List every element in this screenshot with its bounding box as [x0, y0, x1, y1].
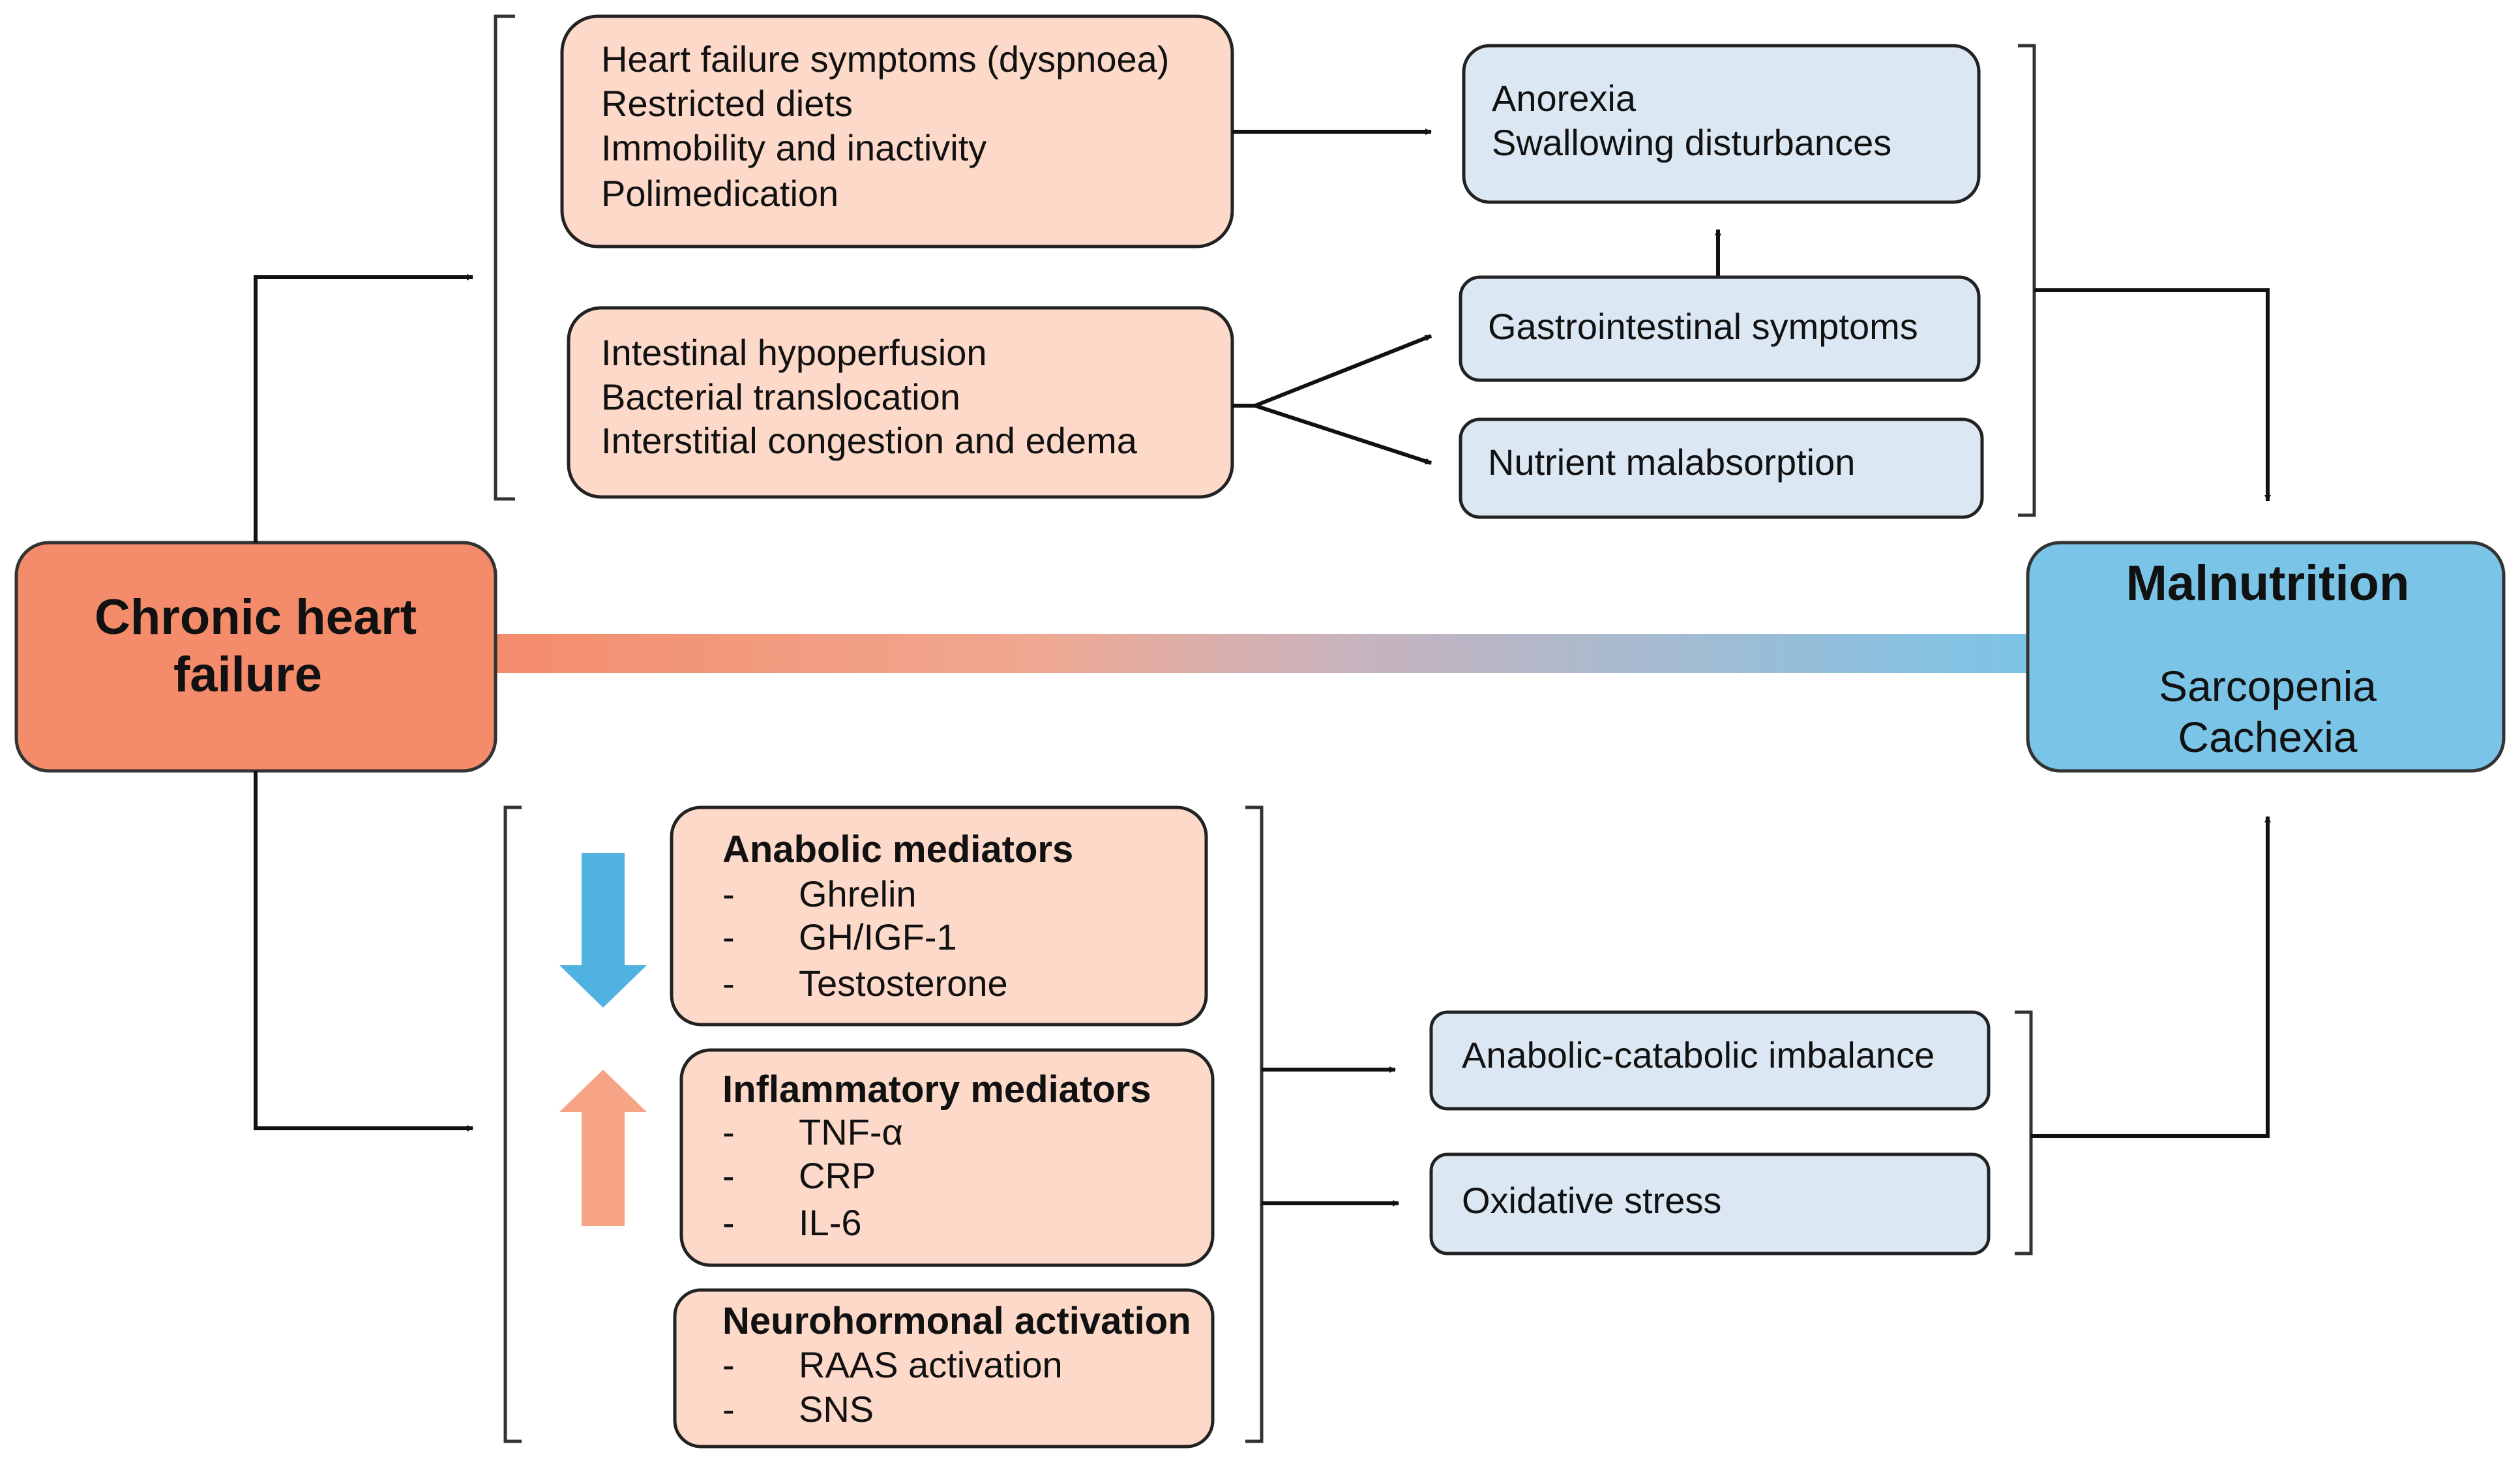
bottom-results-bracket: [2015, 1010, 2033, 1255]
testosterone-item: Testosterone: [799, 963, 1008, 1004]
nutrient-label: Nutrient malabsorption: [1488, 442, 1855, 483]
interstitial-congestion: Interstitial congestion and edema: [601, 420, 1138, 461]
increase-arrow-icon: [559, 1070, 647, 1226]
chf-to-bottom-connector: [254, 771, 473, 1132]
tnf-alpha-item: TNF-α: [799, 1111, 903, 1152]
malnutrition-node: Malnutrition Sarcopenia Cachexia: [2026, 541, 2506, 773]
intestinal-box: Intestinal hypoperfusion Bacterial trans…: [567, 306, 1234, 499]
bottom-group-bracket: [503, 805, 522, 1443]
chf-label-line2: failure: [173, 647, 322, 702]
list-bullet: -: [722, 1202, 735, 1243]
gastro-label: Gastrointestinal symptoms: [1488, 306, 1918, 347]
sarcopenia-label: Sarcopenia: [2159, 662, 2377, 710]
intestinal-hypoperfusion: Intestinal hypoperfusion: [601, 332, 987, 373]
list-bullet: -: [722, 1111, 735, 1152]
bottom-mediators-bracket: [1245, 805, 1264, 1443]
sns-item: SNS: [799, 1389, 874, 1430]
imbalance-label: Anabolic-catabolic imbalance: [1462, 1034, 1934, 1075]
top-results-bracket: [2018, 44, 2036, 517]
oxidative-label: Oxidative stress: [1462, 1180, 1721, 1221]
decrease-arrow-icon: [559, 853, 647, 1008]
cachexia-label: Cachexia: [2178, 713, 2357, 761]
crp-item: CRP: [799, 1155, 876, 1196]
list-bullet: -: [722, 1389, 735, 1430]
list-bullet: -: [722, 916, 735, 957]
oxidative-box: Oxidative stress: [1429, 1152, 1991, 1255]
nutrient-box: Nutrient malabsorption: [1459, 417, 1984, 519]
swallowing-label: Swallowing disturbances: [1492, 122, 1891, 163]
gh-igf1-item: GH/IGF-1: [799, 916, 957, 957]
list-bullet: -: [722, 1155, 735, 1196]
intestinal-to-nutrient-arrow: [1254, 404, 1432, 465]
il6-item: IL-6: [799, 1202, 862, 1243]
malnutrition-title: Malnutrition: [2126, 556, 2410, 611]
list-bullet: -: [722, 963, 735, 1004]
list-bullet: -: [722, 873, 735, 914]
anorexia-box: Anorexia Swallowing disturbances: [1462, 44, 1981, 204]
list-bullet: -: [722, 1344, 735, 1385]
top-to-malnutrition-connector: [2034, 288, 2271, 502]
symptom-polimedication: Polimedication: [601, 173, 838, 214]
raas-item: RAAS activation: [799, 1344, 1063, 1385]
symptom-immobility: Immobility and inactivity: [601, 127, 986, 168]
symptom-restricted-diets: Restricted diets: [601, 83, 853, 124]
chronic-heart-failure-node: Chronic heart failure: [14, 541, 497, 773]
anorexia-label: Anorexia: [1492, 78, 1637, 119]
top-group-bracket: [494, 14, 515, 501]
connection-band: [482, 634, 2047, 673]
symptoms-box: Heart failure symptoms (dyspnoea) Restri…: [560, 14, 1234, 248]
neurohormonal-box: Neurohormonal activation - RAAS activati…: [673, 1288, 1215, 1449]
anabolic-mediators-box: Anabolic mediators - Ghrelin - GH/IGF-1 …: [670, 805, 1208, 1027]
anabolic-title: Anabolic mediators: [722, 828, 1073, 871]
chf-to-top-connector: [254, 274, 473, 543]
inflammatory-mediators-box: Inflammatory mediators - TNF-α - CRP - I…: [679, 1048, 1215, 1267]
bottom-to-malnutrition-connector: [2031, 816, 2271, 1138]
intestinal-to-gastro-arrow: [1254, 334, 1432, 408]
imbalance-box: Anabolic-catabolic imbalance: [1429, 1010, 1991, 1111]
gastro-box: Gastrointestinal symptoms: [1459, 275, 1981, 382]
neurohormonal-title: Neurohormonal activation: [722, 1300, 1191, 1342]
chf-label-line1: Chronic heart: [95, 590, 417, 645]
symptom-dyspnoea: Heart failure symptoms (dyspnoea): [601, 38, 1169, 80]
inflammatory-title: Inflammatory mediators: [722, 1068, 1151, 1111]
bacterial-translocation: Bacterial translocation: [601, 376, 960, 417]
ghrelin-item: Ghrelin: [799, 873, 917, 914]
